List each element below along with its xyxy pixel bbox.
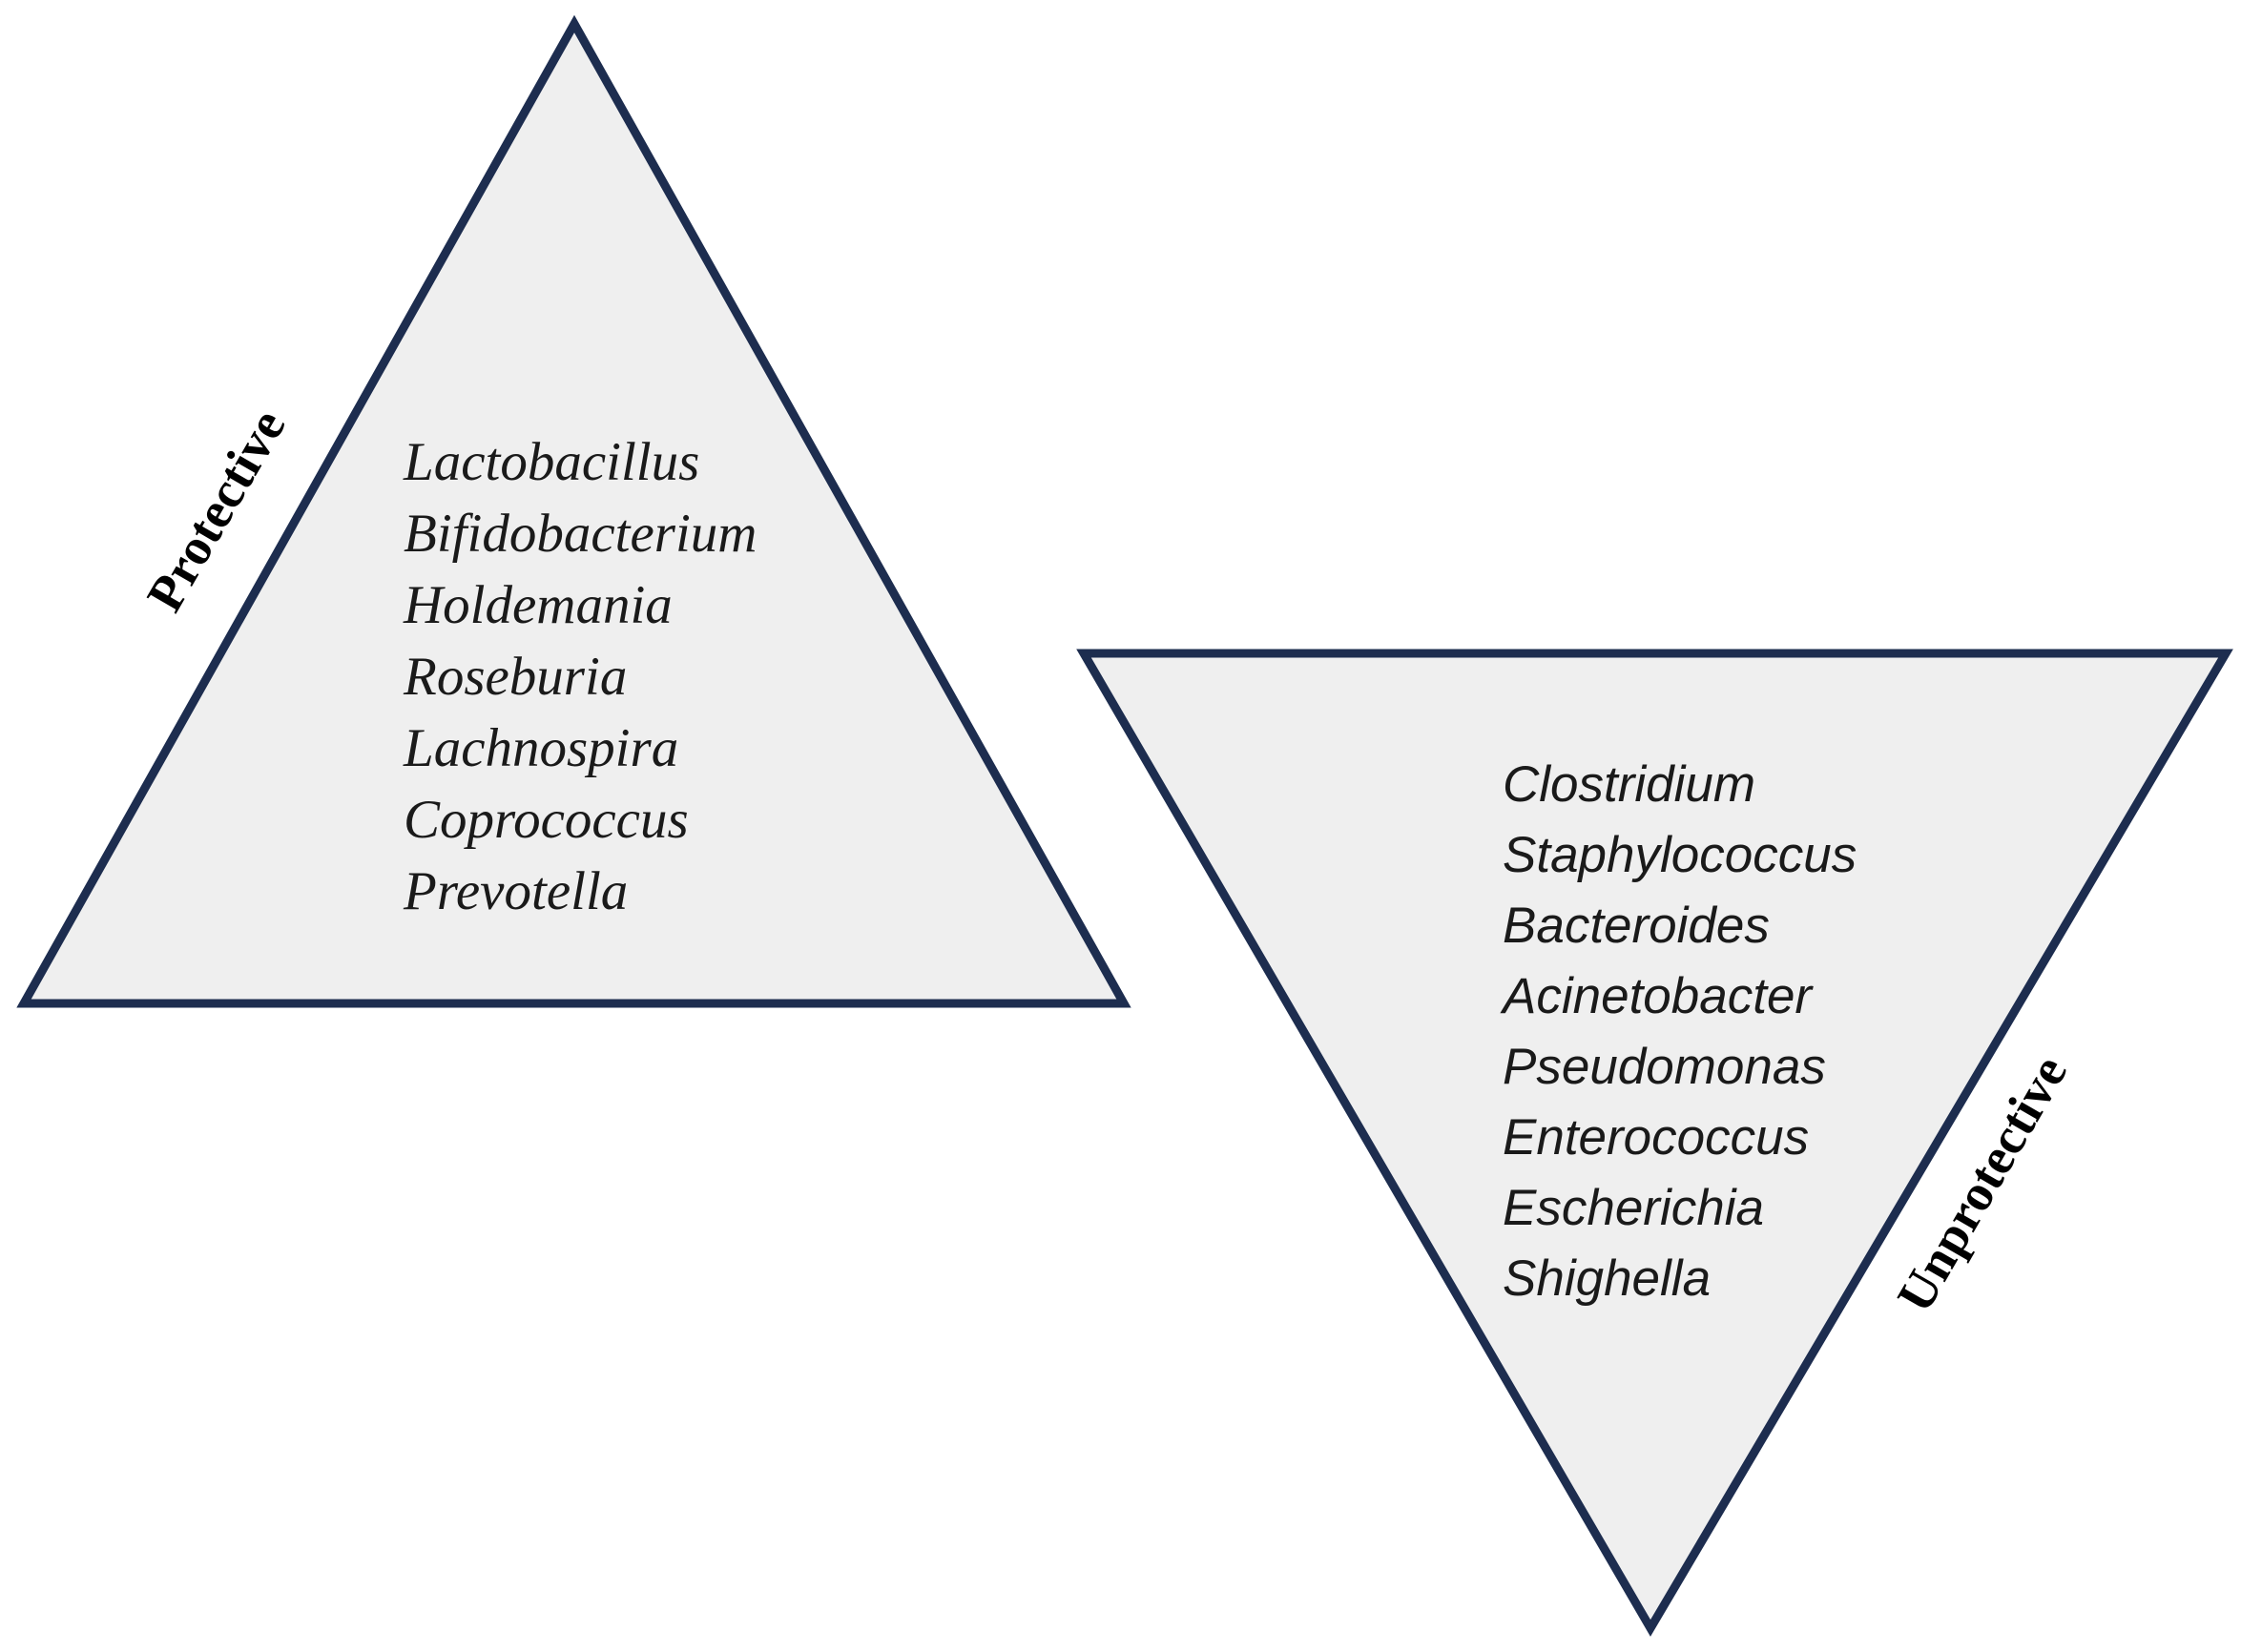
protective-triangle — [16, 14, 1131, 1008]
protective-item: Roseburia — [403, 647, 627, 707]
unprotective-item: Pseudomonas — [1503, 1039, 1826, 1095]
unprotective-item: Bacteroides — [1503, 898, 1770, 954]
protective-item: Bifidobacterium — [404, 504, 757, 564]
unprotective-item: Acinetobacter — [1500, 968, 1814, 1024]
unprotective-item: Escherichia — [1503, 1180, 1764, 1236]
protective-item: Lachnospira — [403, 718, 678, 778]
protective-group: Protective Lactobacillus Bifidobacterium… — [16, 14, 1131, 1008]
unprotective-group: Unprotective Clostridium Staphylococcus … — [1076, 649, 2233, 1637]
unprotective-item: Staphylococcus — [1503, 827, 1857, 883]
protective-item: Holdemania — [403, 575, 673, 635]
protective-item: Lactobacillus — [403, 432, 699, 492]
unprotective-item: Shighella — [1503, 1250, 1711, 1307]
unprotective-list: Clostridium Staphylococcus Bacteroides A… — [1500, 756, 1857, 1307]
protective-item: Coprococcus — [404, 790, 689, 850]
protective-list: Lactobacillus Bifidobacterium Holdemania… — [403, 432, 757, 921]
unprotective-triangle — [1076, 649, 2233, 1637]
unprotective-item: Clostridium — [1503, 756, 1755, 813]
protective-item: Prevotella — [403, 861, 628, 921]
unprotective-item: Enterococcus — [1503, 1109, 1809, 1166]
